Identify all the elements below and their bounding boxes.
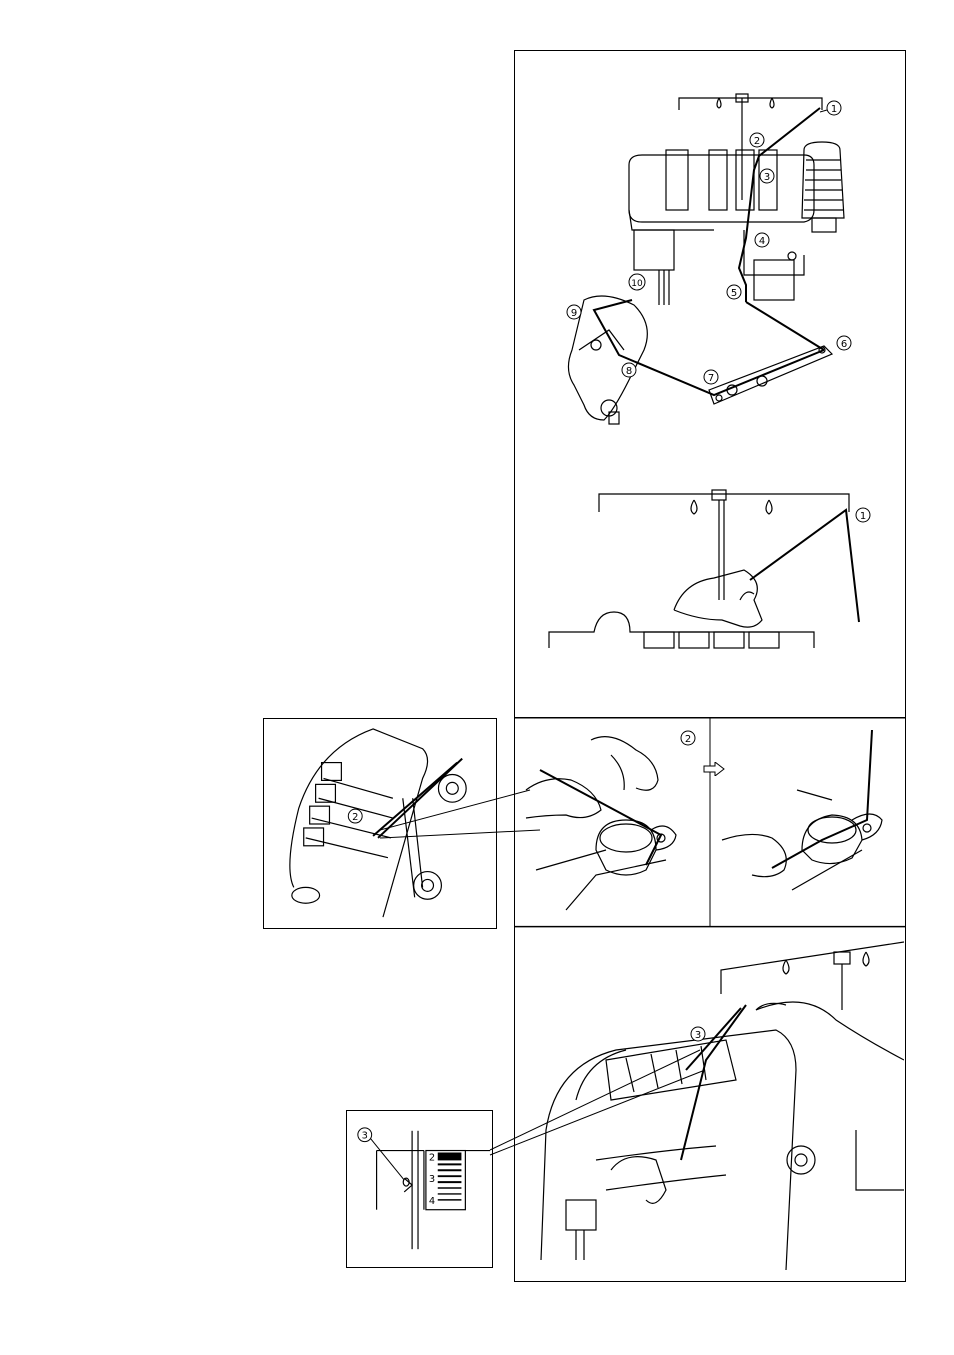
callout-7: 7 (704, 370, 718, 384)
svg-text:3: 3 (764, 172, 770, 183)
svg-text:5: 5 (731, 288, 737, 299)
callout-1: 1 (820, 101, 841, 115)
callout-2: 2 (681, 731, 695, 745)
callout-9: 9 (567, 305, 581, 319)
callout-1: 1 (856, 508, 870, 522)
callout-2: 2 (750, 133, 764, 147)
svg-text:9: 9 (571, 308, 577, 319)
callout-3: 3 (760, 169, 774, 183)
callout-2: 2 (348, 809, 362, 823)
callout-5: 5 (727, 285, 741, 299)
overview-threading-diagram: 1 2 3 4 5 6 7 8 (514, 50, 906, 450)
scale-4: 4 (429, 1196, 435, 1207)
svg-text:2: 2 (685, 734, 691, 745)
svg-text:7: 7 (708, 373, 714, 384)
callout-3: 3 (358, 1128, 404, 1180)
thread-stand-diagram: 1 (514, 470, 906, 660)
svg-text:2: 2 (352, 812, 358, 823)
guide-closeup-result-diagram (712, 720, 904, 926)
guide-closeup-diagram: 2 (516, 720, 708, 926)
svg-text:1: 1 (860, 511, 866, 522)
callout-8: 8 (622, 363, 636, 377)
svg-text:2: 2 (754, 136, 760, 147)
svg-text:1: 1 (831, 104, 837, 115)
dial-connector-lines (420, 1030, 710, 1160)
svg-text:3: 3 (362, 1131, 368, 1142)
svg-text:6: 6 (841, 339, 847, 350)
svg-text:4: 4 (759, 236, 765, 247)
scale-3: 3 (429, 1174, 435, 1185)
svg-text:8: 8 (626, 366, 632, 377)
callout-4: 4 (755, 233, 769, 247)
callout-10: 10 (629, 274, 645, 290)
callout-6: 6 (837, 336, 851, 350)
svg-text:10: 10 (631, 279, 643, 289)
